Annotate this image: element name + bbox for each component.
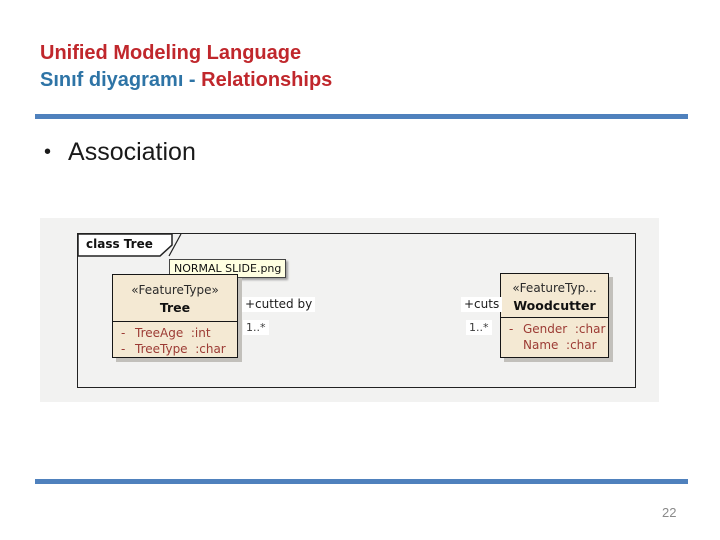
attribute-row: - TreeType :char — [113, 341, 237, 357]
bullet-dot-icon: • — [44, 141, 52, 163]
attribute-row: - TreeAge :int — [113, 325, 237, 341]
attribute-visibility: - — [121, 325, 126, 340]
attribute-text: Gender :char — [523, 321, 606, 336]
title-line-1-text: Unified Modeling Language — [40, 42, 302, 64]
page-number: 22 — [662, 505, 677, 520]
association-multiplicity-source: 1..* — [243, 320, 269, 335]
attribute-visibility: - — [121, 341, 126, 356]
bullet-item: • Association — [44, 137, 196, 167]
attribute-row: - Gender :char — [501, 321, 608, 337]
class-header: «FeatureType» Tree — [113, 275, 237, 322]
attribute-visibility — [501, 337, 523, 353]
attribute-text: TreeType :char — [135, 341, 226, 356]
frame-tab-label: class Tree — [86, 237, 153, 251]
class-attributes: - Gender :char Name :char — [501, 318, 608, 353]
title-line-2: Sınıf diyagramı - Relationships — [40, 67, 332, 94]
attribute-text: Name :char — [523, 337, 597, 352]
title-line-2-blue: Sınıf diyagramı - — [40, 69, 202, 91]
title-line-1: Unified Modeling Language — [40, 40, 332, 67]
tooltip: NORMAL SLIDE.png — [169, 259, 287, 278]
association-role-target: +cuts — [461, 297, 503, 312]
slide-title: Unified Modeling Language Sınıf diyagram… — [40, 40, 332, 94]
class-attributes: - TreeAge :int - TreeType :char — [113, 322, 237, 357]
class-name: Tree — [159, 300, 191, 315]
frame-tab — [77, 233, 182, 257]
class-header: «FeatureTyp... Woodcutter — [501, 274, 608, 318]
class-stereotype: «FeatureType» — [131, 283, 219, 297]
title-line-2-red: Relationships — [201, 69, 333, 91]
class-name: Woodcutter — [513, 298, 596, 313]
attribute-row: Name :char — [501, 337, 608, 353]
attribute-text: TreeAge :int — [135, 325, 211, 340]
association-role-source: +cutted by — [242, 297, 316, 312]
class-box-tree: «FeatureType» Tree - TreeAge :int - Tree… — [112, 274, 238, 358]
divider-top — [35, 114, 688, 119]
bullet-label: Association — [68, 138, 196, 166]
uml-frame — [77, 233, 636, 388]
attribute-visibility: - — [509, 321, 514, 336]
class-box-woodcutter: «FeatureTyp... Woodcutter - Gender :char… — [500, 273, 609, 358]
divider-bottom — [35, 479, 688, 484]
class-stereotype: «FeatureTyp... — [512, 281, 597, 295]
association-multiplicity-target: 1..* — [466, 320, 492, 335]
